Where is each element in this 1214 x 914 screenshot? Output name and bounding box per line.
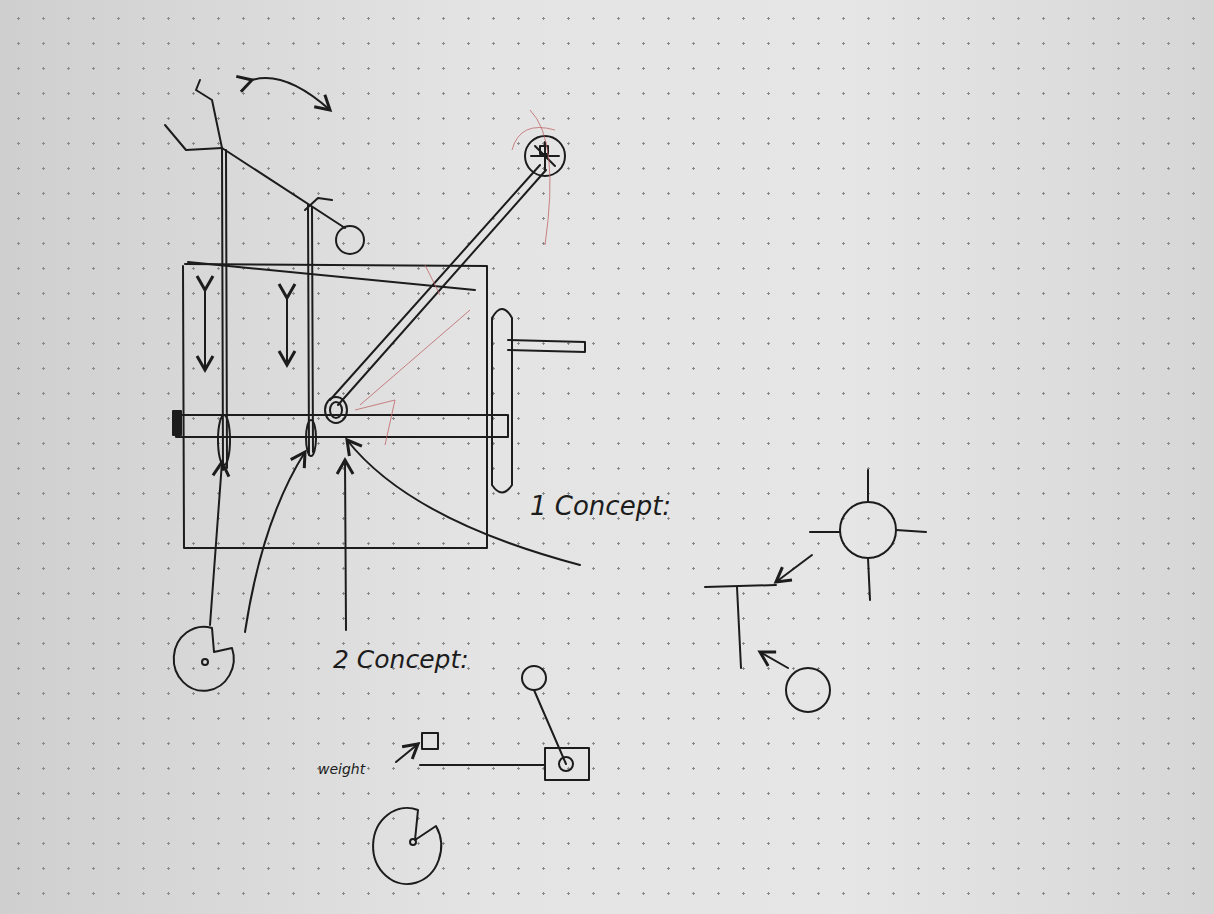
part-label: weight	[318, 762, 365, 777]
concept-note: 2 Concept:	[333, 646, 469, 674]
concept-note: 1 Concept:	[530, 492, 671, 521]
